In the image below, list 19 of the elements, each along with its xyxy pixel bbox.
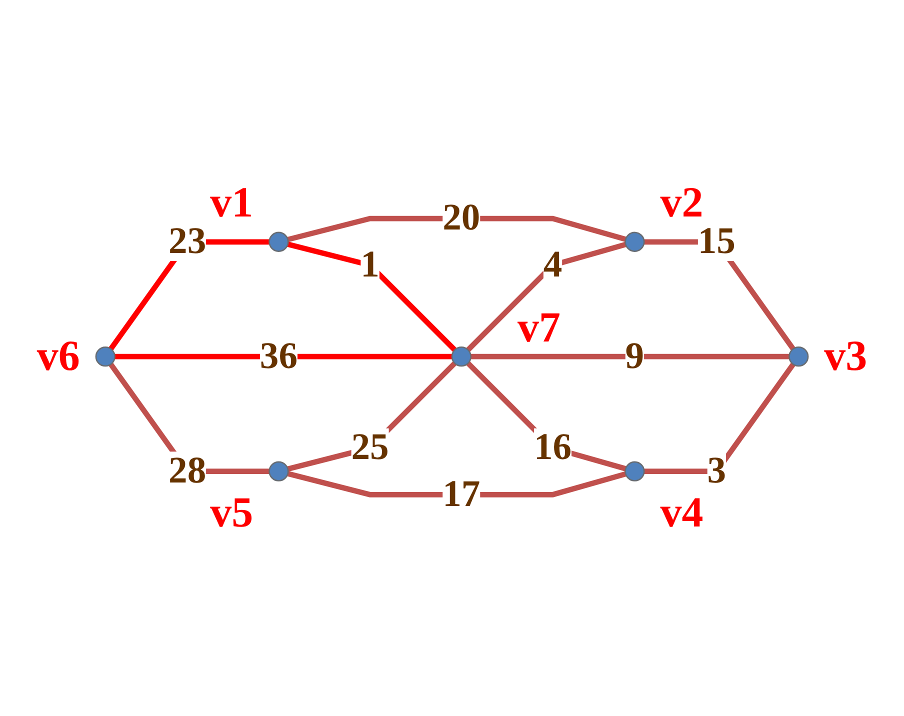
vertex-circle — [95, 346, 116, 367]
vertex-circle — [268, 461, 289, 482]
vertex-label: v1 — [210, 179, 254, 226]
vertex-label: v5 — [210, 489, 254, 536]
vertex-label: v4 — [660, 489, 704, 536]
vertex-label: v7 — [518, 304, 561, 352]
edge-line — [287, 471, 626, 498]
edge-line — [470, 354, 790, 360]
vertex-circle — [268, 232, 289, 252]
vertex-label: v6 — [36, 333, 80, 380]
edge-line — [644, 362, 796, 474]
edge-line — [466, 242, 626, 352]
vertex-label: v3 — [824, 333, 868, 380]
edge-line — [287, 216, 626, 242]
edge-line — [287, 242, 457, 352]
edge-line — [114, 354, 452, 360]
vertex-circle — [624, 232, 645, 252]
vertex-circle — [624, 461, 645, 482]
vertex-circle — [788, 346, 809, 367]
